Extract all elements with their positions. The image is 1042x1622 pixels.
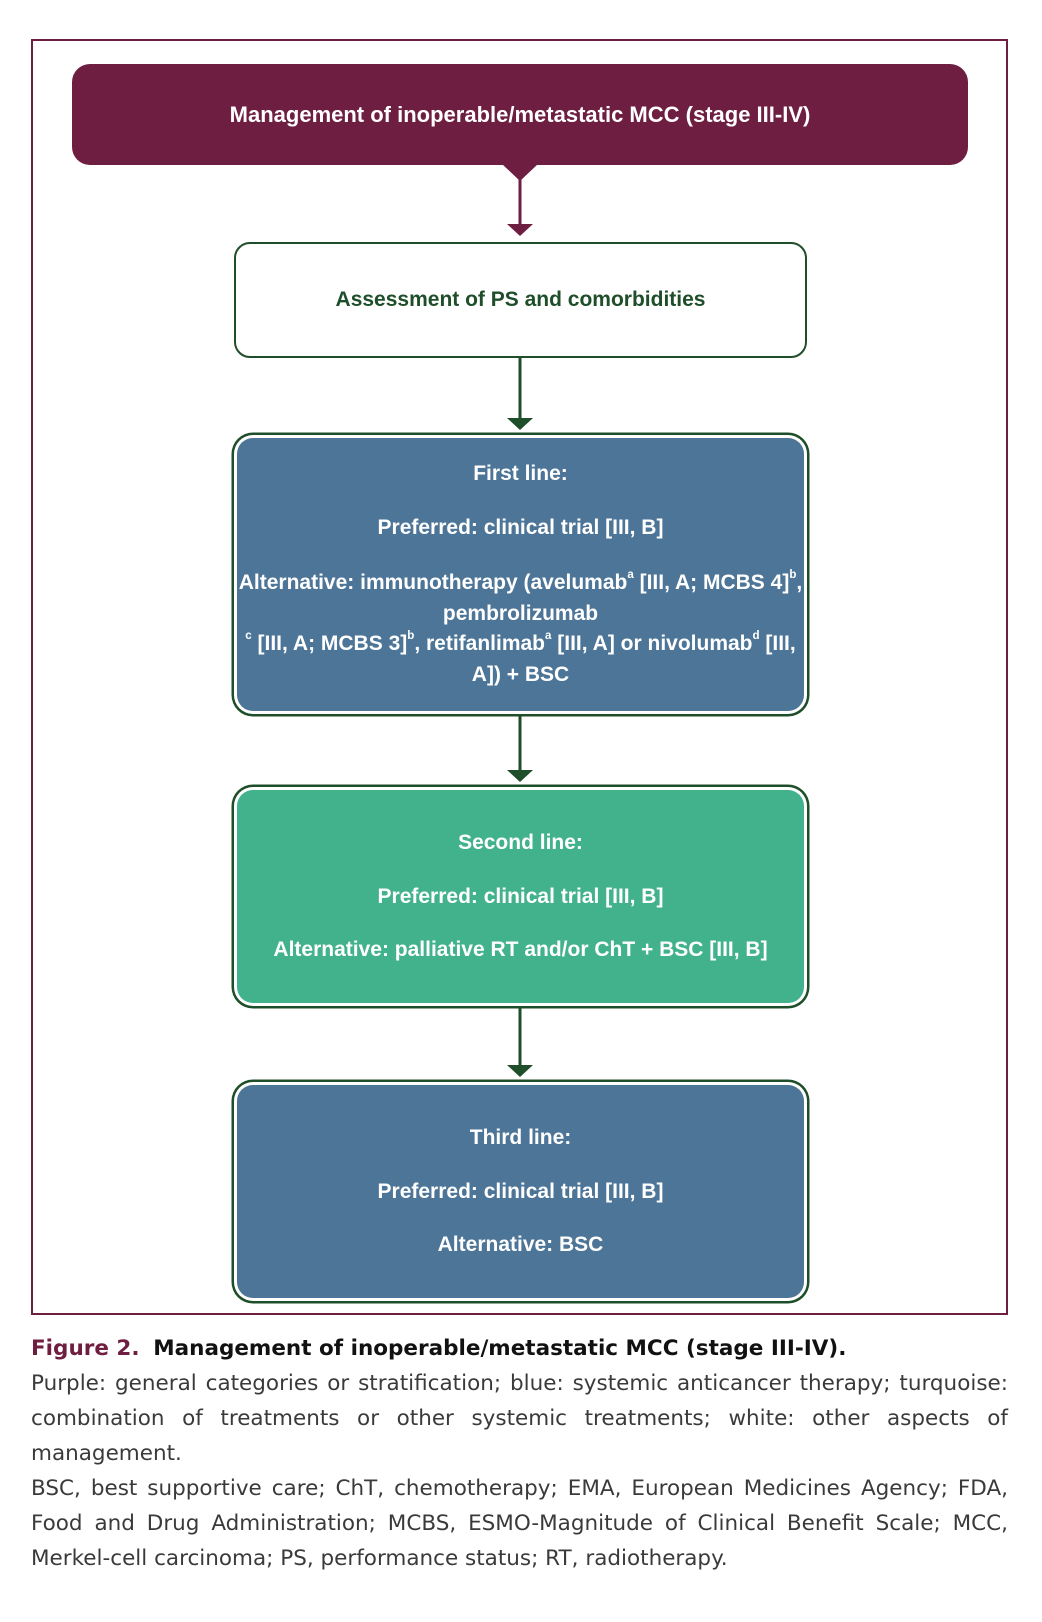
figure-label: Figure 2. bbox=[31, 1336, 140, 1361]
first-line-heading: First line: bbox=[473, 461, 568, 485]
third-line-box: Third line: Preferred: clinical trial [I… bbox=[237, 1085, 804, 1298]
arrowhead-first bbox=[507, 418, 533, 430]
third-line-heading: Third line: bbox=[469, 1125, 572, 1149]
arrowhead-third bbox=[507, 1065, 533, 1077]
header-box-label: Management of inoperable/metastatic MCC … bbox=[229, 101, 811, 127]
assessment-box-label: Assessment of PS and comorbidities bbox=[335, 288, 706, 311]
arrowhead-assessment bbox=[507, 224, 533, 236]
figure-caption: Figure 2. Management of inoperable/metas… bbox=[31, 1331, 1008, 1576]
caption-title-line: Figure 2. Management of inoperable/metas… bbox=[31, 1331, 1008, 1366]
second-line-alternative: Alternative: palliative RT and/or ChT + … bbox=[273, 938, 768, 962]
footnote-marker: c bbox=[245, 630, 252, 643]
figure-frame bbox=[31, 39, 1008, 1315]
figure-title: Management of inoperable/metastatic MCC … bbox=[153, 1336, 847, 1361]
footnote-marker: b bbox=[407, 630, 415, 643]
header-pointer bbox=[502, 164, 538, 181]
caption-abbreviations: BSC, best supportive care; ChT, chemothe… bbox=[31, 1476, 1008, 1571]
footnote-marker: b bbox=[789, 569, 797, 582]
third-line-alternative: Alternative: BSC bbox=[437, 1233, 604, 1257]
first-line-preferred: Preferred: clinical trial [III, B] bbox=[377, 515, 664, 539]
second-line-preferred: Preferred: clinical trial [III, B] bbox=[377, 884, 664, 908]
first-line-alternative: Alternative: immunotherapy (avelumaba [I… bbox=[238, 569, 803, 686]
footnote-marker: a bbox=[545, 630, 552, 643]
arrowhead-second bbox=[507, 770, 533, 782]
footnote-marker: a bbox=[627, 569, 634, 582]
footnote-marker: d bbox=[752, 630, 760, 643]
second-line-box: Second line: Preferred: clinical trial [… bbox=[237, 790, 804, 1003]
second-line-heading: Second line: bbox=[458, 830, 583, 854]
assessment-box: Assessment of PS and comorbidities bbox=[234, 242, 807, 358]
caption-color-legend: Purple: general categories or stratifica… bbox=[31, 1371, 1008, 1466]
third-line-preferred: Preferred: clinical trial [III, B] bbox=[377, 1179, 664, 1203]
first-line-box: First line: Preferred: clinical trial [I… bbox=[237, 438, 804, 711]
header-box: Management of inoperable/metastatic MCC … bbox=[72, 64, 968, 165]
